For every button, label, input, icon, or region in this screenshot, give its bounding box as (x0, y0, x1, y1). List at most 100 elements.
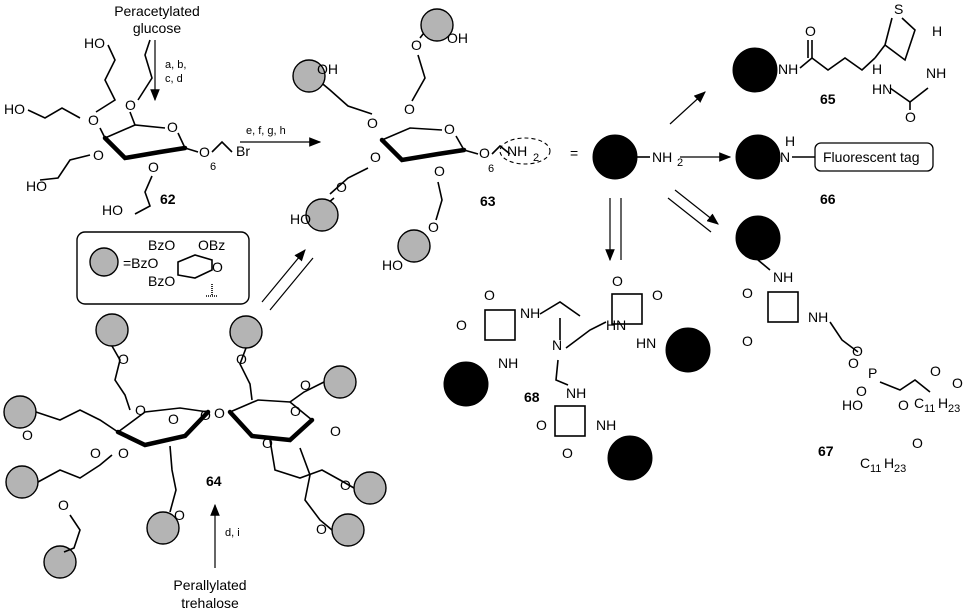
svg-text:NH: NH (926, 65, 946, 81)
fluorescent-tag-box (814, 142, 934, 172)
svg-text:NH: NH (808, 309, 828, 325)
svg-text:HO: HO (102, 202, 123, 218)
svg-text:HO: HO (290, 211, 311, 227)
svg-text:O: O (562, 445, 573, 461)
svg-text:O: O (536, 417, 547, 433)
conditions-abcd: a, b, c, d (165, 59, 186, 85)
svg-text:HN: HN (636, 335, 656, 351)
svg-text:O: O (300, 377, 311, 393)
amine-dashed-highlight (499, 137, 551, 165)
svg-text:2: 2 (677, 157, 683, 169)
svg-text:NH: NH (596, 417, 616, 433)
equals-sign: = (570, 145, 578, 161)
svg-text:64: 64 (206, 473, 222, 489)
svg-text:O: O (148, 159, 159, 175)
svg-text:C: C (914, 395, 924, 411)
svg-text:O: O (912, 435, 923, 451)
svg-text:O: O (168, 411, 179, 427)
svg-text:O: O (340, 477, 351, 493)
svg-text:O: O (200, 407, 211, 423)
svg-text:11: 11 (924, 403, 935, 415)
compound-68-structure: O O NH NH N HN O O HN NH O O NH 68 (443, 273, 711, 481)
squaramide-ring (611, 293, 643, 325)
svg-text:O: O (90, 445, 101, 461)
compound-66-structure: N H Fluorescent tag 66 (735, 133, 934, 207)
svg-text:63: 63 (480, 193, 496, 209)
mannose-disc (397, 229, 431, 263)
svg-text:O: O (652, 287, 663, 303)
svg-text:65: 65 (820, 91, 836, 107)
svg-text:OBz: OBz (198, 237, 225, 253)
svg-text:HN: HN (606, 317, 626, 333)
svg-text:O: O (898, 397, 909, 413)
svg-text:trehalose: trehalose (181, 595, 239, 611)
svg-text:O: O (484, 287, 495, 303)
svg-text:S: S (894, 1, 903, 17)
svg-text:NH: NH (507, 143, 527, 159)
svg-text:O: O (174, 507, 185, 523)
svg-text:O: O (22, 427, 33, 443)
svg-text:O: O (428, 219, 439, 235)
svg-text:O: O (118, 351, 129, 367)
svg-text:C: C (860, 455, 870, 471)
compound-67-structure: NH O O NH O P O O HO O O O C 11 H 23 O C… (735, 215, 963, 475)
svg-text:NH: NH (520, 305, 540, 321)
mannose-disc (420, 8, 454, 42)
svg-text:O: O (411, 37, 422, 53)
peracetylated-glucose-label: Peracetylated glucose (114, 3, 200, 36)
svg-text:66: 66 (820, 191, 836, 207)
svg-text:O: O (952, 375, 963, 391)
svg-text:Peracetylated: Peracetylated (114, 3, 200, 19)
mannose-disc (292, 59, 326, 93)
svg-text:O: O (336, 179, 347, 195)
svg-text:62: 62 (160, 191, 176, 207)
svg-text:H: H (932, 23, 942, 39)
svg-text:23: 23 (894, 463, 906, 475)
svg-text:O: O (404, 101, 415, 117)
svg-text:O: O (125, 97, 136, 113)
svg-text:O: O (135, 402, 146, 418)
mannose-legend-box: BzO OBz =BzO BzO O (76, 231, 250, 305)
svg-text:HO: HO (84, 35, 105, 51)
svg-text:11: 11 (870, 463, 881, 475)
svg-text:OH: OH (447, 30, 468, 46)
svg-text:O: O (367, 115, 378, 131)
conditions-di: d, i (225, 527, 240, 539)
svg-text:NH: NH (773, 269, 793, 285)
svg-text:O: O (262, 435, 273, 451)
svg-text:O: O (479, 145, 490, 161)
arrow-to-65 (669, 91, 706, 125)
svg-text:N: N (552, 337, 562, 353)
fluorescent-tag-label: Fluorescent tag (823, 149, 920, 165)
svg-text:O: O (212, 259, 223, 275)
squaramide-ring (554, 405, 586, 437)
svg-text:O: O (852, 343, 863, 359)
svg-text:NH: NH (566, 385, 586, 401)
svg-text:O: O (612, 273, 623, 289)
svg-text:NH: NH (498, 355, 518, 371)
svg-text:HO: HO (842, 397, 863, 413)
svg-text:HO: HO (382, 257, 403, 273)
svg-text:O: O (330, 423, 341, 439)
svg-text:H: H (884, 455, 894, 471)
svg-text:68: 68 (524, 389, 540, 405)
svg-text:O: O (434, 163, 445, 179)
svg-text:Br: Br (236, 143, 250, 159)
svg-text:P: P (868, 365, 877, 381)
svg-text:O: O (742, 333, 753, 349)
svg-text:HO: HO (4, 101, 25, 117)
svg-text:O: O (856, 383, 867, 399)
svg-text:O: O (58, 497, 69, 513)
svg-text:O: O (199, 144, 210, 160)
svg-text:O: O (905, 109, 916, 125)
svg-text:OH: OH (317, 61, 338, 77)
mannose-disc (305, 198, 339, 232)
svg-text:O: O (444, 121, 455, 137)
core-black-disc (592, 134, 638, 180)
svg-text:O: O (290, 403, 301, 419)
svg-text:O: O (88, 112, 99, 128)
svg-text:N: N (780, 149, 790, 165)
svg-text:O: O (370, 149, 381, 165)
squaramide-ring (484, 309, 516, 341)
